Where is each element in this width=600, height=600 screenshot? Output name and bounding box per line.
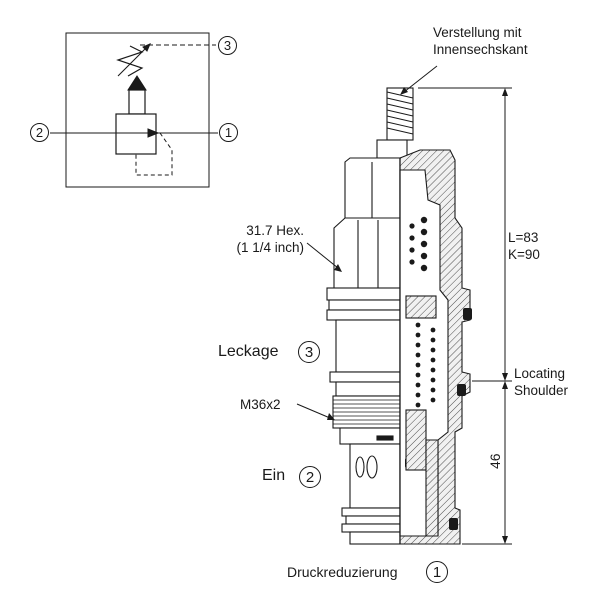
hydraulic-symbol [50,32,218,188]
length-label: L=83 K=90 [508,229,540,263]
symbol-port-2-text: 2 [35,125,44,140]
symbol-port-2: 2 [30,123,49,142]
thread-text: M36x2 [240,397,281,412]
leakage-label: Leckage [218,343,279,361]
cartridge-section [399,149,472,545]
length-k-text: K=90 [508,247,540,262]
leakage-port-text: 3 [304,343,314,361]
hex-size-label: 31.7 Hex. (1 1/4 inch) [214,222,304,256]
hex-size-line1: 31.7 Hex. [246,223,304,238]
adjustment-label-line2: Innensechskant [433,42,528,57]
shoulder-line1: Locating [514,366,566,381]
cartridge-body [326,87,414,545]
adjustment-screw [386,87,414,141]
lock-nut [376,139,408,159]
inlet-text: Ein [262,467,286,484]
inlet-port-badge: 2 [299,466,321,488]
symbol-port-1-text: 1 [224,125,233,140]
function-port-badge: 1 [426,561,448,583]
inlet-label: Ein [262,467,285,485]
symbol-frame [65,32,210,188]
inlet-port-text: 2 [305,468,315,486]
spring-section [405,216,472,530]
adjustment-label-line1: Verstellung mit [433,25,522,40]
shoulder-line2: Shoulder [514,383,569,398]
thread-label: M36x2 [240,396,281,413]
dim-46-text: 46 [487,453,503,469]
hex-body [333,217,401,289]
hex-size-line2: (1 1/4 inch) [236,240,304,255]
length-l-text: L=83 [508,230,539,245]
function-label: Druckreduzierung [287,564,398,580]
symbol-pilot-triangle [127,75,147,91]
shoulder-label: Locating Shoulder [514,365,568,399]
function-port-text: 1 [432,563,442,581]
symbol-port-3-text: 3 [223,38,232,53]
leakage-port-badge: 3 [298,341,320,363]
symbol-port-1: 1 [219,123,238,142]
leakage-text: Leckage [218,343,279,360]
dim-46-label: 46 [487,453,503,469]
symbol-spring [116,45,144,77]
adjustment-label: Verstellung mit Innensechskant [433,24,528,58]
dimensions [296,65,512,545]
function-text: Druckreduzierung [287,564,398,580]
symbol-port-3: 3 [218,36,237,55]
